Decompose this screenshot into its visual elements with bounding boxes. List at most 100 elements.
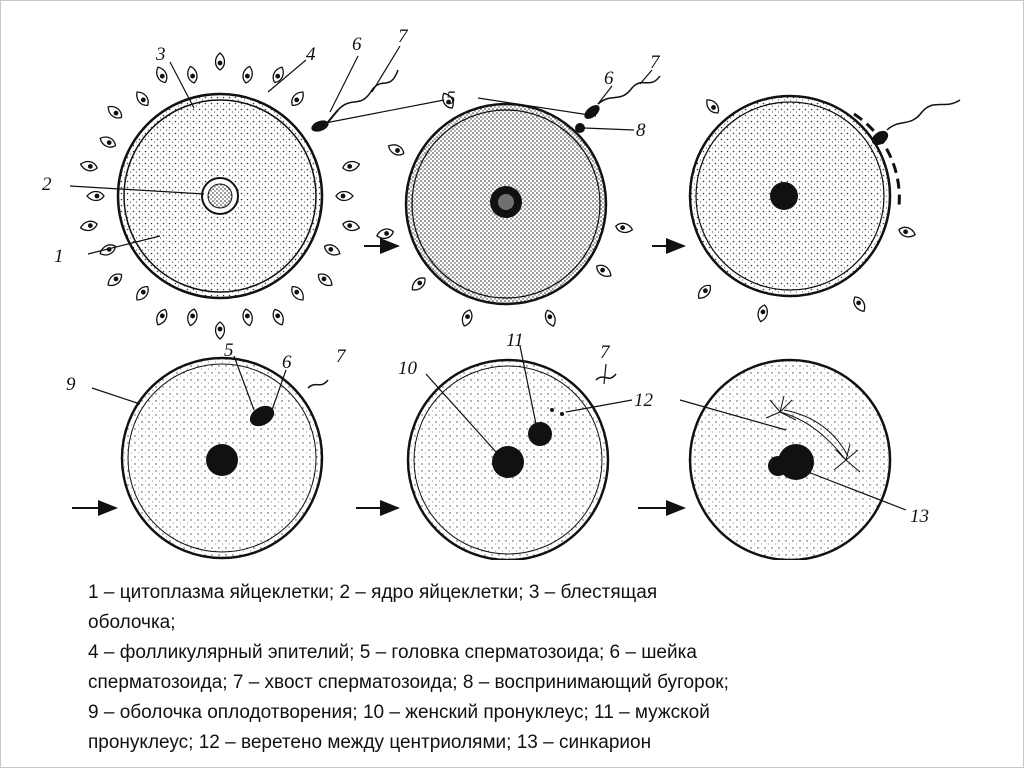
female-pronucleus [492, 446, 524, 478]
spindle-asters [765, 395, 861, 473]
sperm-tail-1 [337, 69, 399, 111]
follicle-cell [79, 160, 98, 172]
egg-nucleus-chromatin [207, 183, 233, 209]
centriole-a [550, 408, 554, 412]
follicle-cell [376, 228, 395, 240]
follicle-cell [187, 308, 198, 327]
follicle-cell [156, 66, 168, 84]
sperm-head-inside [249, 405, 275, 427]
label-11: 11 [506, 330, 524, 351]
stage-6-egg [688, 358, 892, 560]
label-6c: 6 [282, 352, 292, 373]
label-5b: 5 [224, 340, 234, 361]
follicle-cell [411, 277, 426, 291]
legend-line-5: 9 – оболочка оплодотворения; 10 – женски… [88, 702, 710, 723]
follicle-cell [387, 144, 405, 156]
label-8: 8 [636, 120, 646, 141]
label-7c: 7 [336, 346, 347, 367]
follicle-cell [107, 273, 123, 287]
follicle-cell [342, 220, 361, 232]
label-2: 2 [42, 174, 52, 195]
number-labels: 1 2 3 4 5 6 7 6 7 8 9 5 6 7 10 11 7 12 1… [42, 26, 929, 527]
follicle-cell [242, 65, 253, 84]
sperm-head-1 [311, 120, 329, 132]
follicle-cell [99, 136, 117, 148]
follicle-cell [757, 304, 768, 323]
follicle-cell [136, 286, 149, 301]
follicular-cells-2 [376, 92, 634, 327]
label-3: 3 [155, 44, 166, 65]
label-9: 9 [66, 374, 76, 395]
follicle-cell [86, 190, 105, 202]
follicle-cell [99, 244, 117, 256]
stage-5-egg [406, 358, 617, 560]
follicular-epithelium [79, 52, 361, 340]
follicle-cell [323, 244, 341, 256]
egg-4-inner [127, 363, 317, 553]
stage-1-egg [79, 52, 399, 340]
egg-2-nucleolus [498, 194, 514, 210]
receptive-cone [575, 123, 585, 133]
legend-line-2: оболочка; [88, 612, 176, 633]
follicle-cell [596, 264, 612, 277]
follicle-cell [853, 296, 866, 312]
egg-2-nucleus [490, 186, 522, 218]
egg-2-inner [411, 109, 601, 299]
label-6b: 6 [604, 68, 614, 89]
follicle-cell [214, 52, 226, 71]
legend-line-6: пронуклеус; 12 – веретено между центриол… [88, 732, 652, 753]
stage-4-egg [120, 356, 329, 560]
synkaryon-lobe [768, 456, 788, 476]
follicle-cell [291, 286, 304, 301]
label-1: 1 [54, 246, 64, 267]
sperm-neck-1 [327, 109, 339, 123]
sperm-tail-outside [307, 379, 329, 389]
follicle-cell [242, 308, 253, 327]
follicle-cell [214, 321, 226, 340]
label-7d: 7 [600, 342, 611, 363]
follicle-cell [317, 273, 333, 287]
label-12: 12 [634, 390, 654, 411]
label-7b: 7 [650, 52, 661, 73]
label-7: 7 [398, 26, 409, 47]
label-4: 4 [306, 44, 316, 65]
sperm-head-2 [584, 105, 600, 119]
follicle-cell [342, 160, 361, 172]
follicle-cell [461, 309, 473, 327]
fertilization-membrane-forming [853, 112, 901, 207]
legend-line-4: сперматозоида; 7 – хвост сперматозоида; … [88, 672, 729, 693]
follicle-cell [272, 66, 284, 84]
follicle-cell [79, 220, 98, 232]
label-13: 13 [910, 506, 929, 527]
centriole-b [560, 412, 564, 416]
egg-3-inner [695, 101, 885, 291]
label-5: 5 [446, 88, 456, 109]
figure-legend: 1 – цитоплазма яйцеклетки; 2 – ядро яйце… [88, 578, 968, 758]
follicle-cell [615, 222, 634, 234]
male-pronucleus [528, 422, 552, 446]
zona-pellucida-inner [123, 99, 317, 293]
process-arrows [72, 238, 686, 516]
follicular-cells-3 [697, 99, 916, 323]
synkaryon [778, 444, 814, 480]
sperm-tail-2 [597, 75, 661, 105]
label-6: 6 [352, 34, 362, 55]
sperm-tail-3 [886, 99, 961, 131]
follicle-cell [706, 99, 720, 114]
follicle-cell [697, 284, 712, 299]
follicle-cell [898, 226, 916, 238]
sperm-head-3 [871, 130, 889, 146]
label-10: 10 [398, 358, 418, 379]
follicle-cell [544, 309, 556, 327]
follicle-cell [136, 91, 149, 106]
legend-line-1: 1 – цитоплазма яйцеклетки; 2 – ядро яйце… [88, 582, 658, 603]
fertilization-diagram: 1 2 3 4 5 6 7 6 7 8 9 5 6 7 10 11 7 12 1… [42, 26, 961, 560]
leader-lines [69, 45, 907, 511]
stage-3-egg [688, 94, 961, 323]
egg-4-nucleus [206, 444, 238, 476]
follicle-cell [335, 190, 354, 202]
follicle-cell [291, 91, 304, 106]
egg-5-inner [413, 365, 603, 555]
egg-3-nucleus [770, 182, 798, 210]
stage-2-egg [376, 75, 661, 327]
